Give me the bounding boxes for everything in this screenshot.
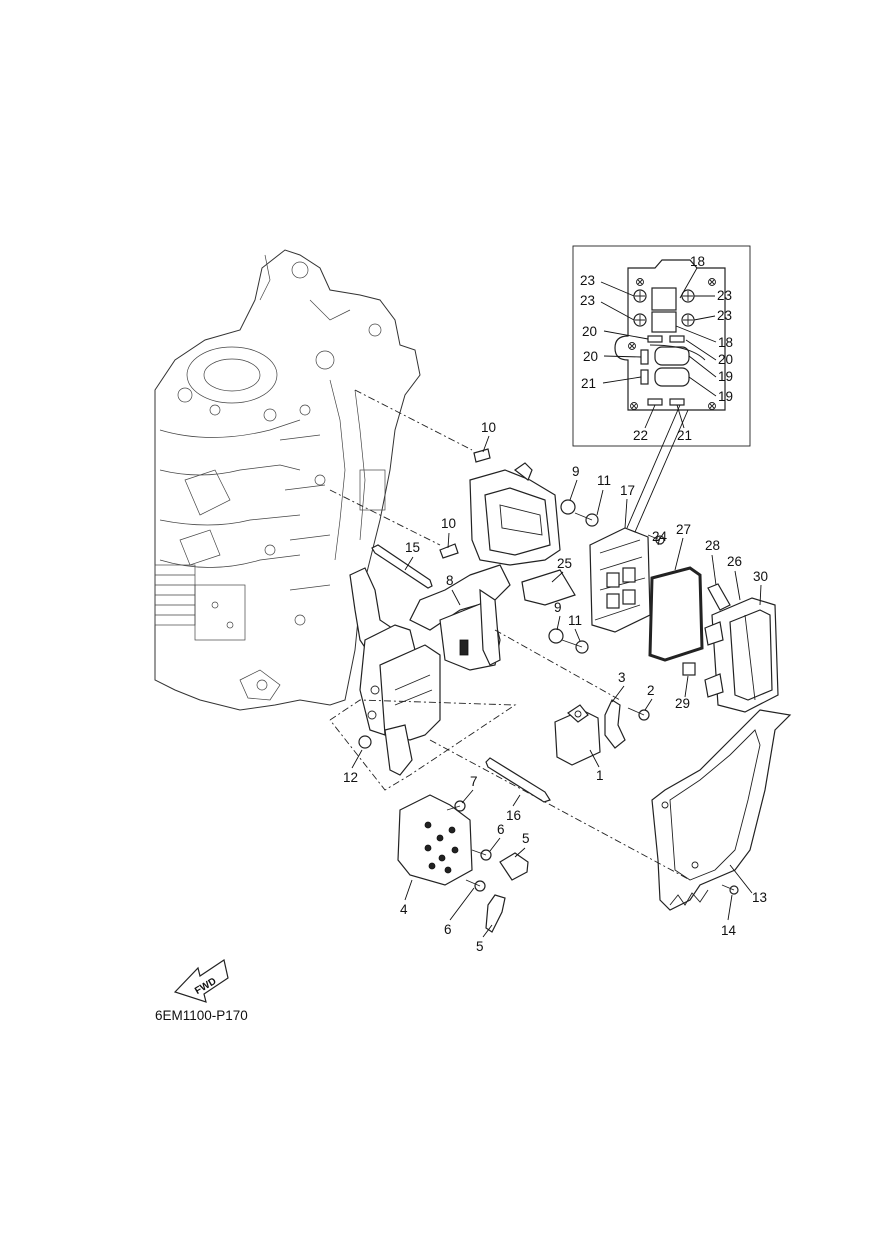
diagram-code: 6EM1100-P170 [155,1008,248,1023]
callout-29: 29 [675,696,690,711]
inset-label-20-a: 20 [582,324,597,339]
leader-lines [329,389,691,881]
callout-30: 30 [753,569,768,584]
callout-10-mid: 10 [441,516,456,531]
inset-label-20-b: 20 [583,349,598,364]
callout-3: 3 [618,670,626,685]
inset-label-18-top: 18 [690,254,705,269]
cover-plate-13 [651,709,792,911]
callout-7: 7 [470,774,478,789]
inset-label-19-b: 19 [718,389,733,404]
callout-4: 4 [400,902,408,917]
inset-label-22: 22 [633,428,648,443]
ignition-coil-4 [397,794,473,886]
connector-29 [682,662,696,676]
inset-label-23-b: 23 [717,288,732,303]
callout-11-mid: 11 [568,613,582,628]
callout-2: 2 [647,683,655,698]
inset-label-18-b: 18 [718,335,733,350]
coil-bracket-assembly [349,567,441,776]
callout-5-bottom: 5 [476,939,484,954]
callout-27: 27 [676,522,691,537]
connector-28 [707,583,731,611]
boot-5b [485,894,506,933]
inset-label-20-c: 20 [718,352,733,367]
callout-15: 15 [405,540,420,555]
relay-1 [554,704,601,766]
inset-label-23-a: 23 [580,273,595,288]
callout-17: 17 [620,483,635,498]
gasket-27 [648,566,704,662]
inset-label-21-a: 21 [581,376,596,391]
callout-8: 8 [446,573,454,588]
inset-label-23-d: 23 [717,308,732,323]
callout-1: 1 [596,768,604,783]
callout-9-mid: 9 [554,600,562,615]
detail-inset [572,245,751,447]
callout-13: 13 [752,890,767,905]
inset-label-21-b: 21 [677,428,692,443]
plate-25 [521,569,576,606]
callout-25: 25 [557,556,572,571]
callout-28: 28 [705,538,720,553]
callout-11-top: 11 [597,473,611,488]
cover-assembly [704,597,779,713]
fasteners [358,448,739,895]
callout-5-top: 5 [522,831,530,846]
callout-24: 24 [652,529,668,544]
callout-6-bottom: 6 [444,922,452,937]
inset-label-19-a: 19 [718,369,733,384]
callout-10-top: 10 [481,420,496,435]
callout-6-top: 6 [497,822,505,837]
bracket-assembly [409,462,561,671]
callout-14: 14 [721,923,737,938]
callout-26: 26 [727,554,742,569]
callout-16: 16 [506,808,521,823]
inset-label-23-c: 23 [580,293,595,308]
cable-tie-15 [371,544,433,589]
callout-9-top: 9 [572,464,580,479]
callout-12: 12 [343,770,358,785]
cable-tie-16 [485,757,551,803]
boot-5a [499,852,529,881]
